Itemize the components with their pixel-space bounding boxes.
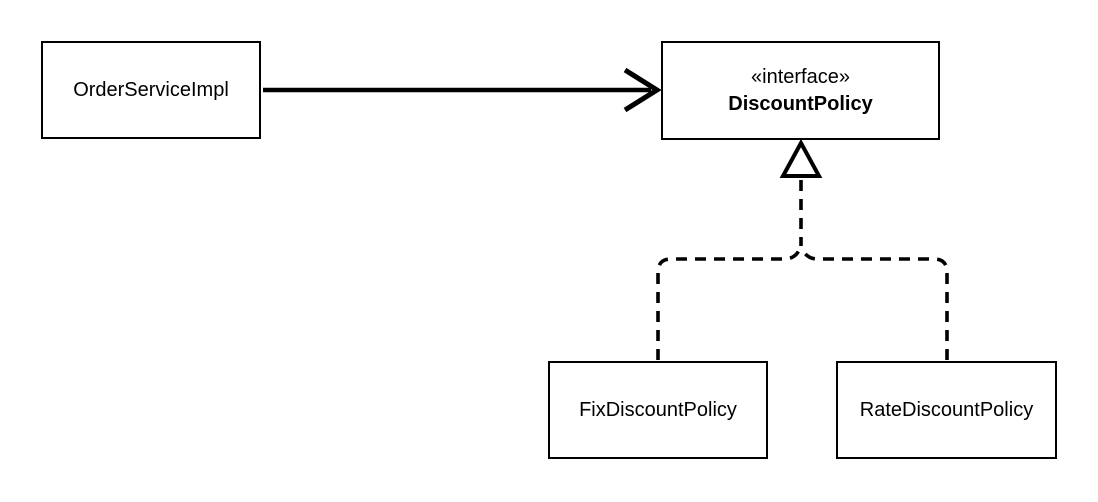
- class-box-ratediscountpolicy: RateDiscountPolicy: [836, 361, 1057, 459]
- dependency-arrow-order-to-discountpolicy: [263, 67, 662, 113]
- class-label-fixdiscountpolicy: FixDiscountPolicy: [579, 398, 737, 421]
- interface-stereotype-label: «interface»: [751, 65, 850, 88]
- interface-box-discountpolicy: «interface» DiscountPolicy: [661, 41, 940, 140]
- realization-dashed-line-ratediscountpolicy: [800, 247, 949, 360]
- hollow-triangle-arrowhead: [779, 138, 823, 178]
- realization-dashed-line-fixdiscountpolicy: [656, 247, 802, 360]
- interface-label-discountpolicy: DiscountPolicy: [728, 92, 873, 115]
- class-label-ratediscountpolicy: RateDiscountPolicy: [859, 398, 1034, 421]
- class-box-fixdiscountpolicy: FixDiscountPolicy: [548, 361, 768, 459]
- open-arrowhead: [623, 67, 662, 113]
- class-box-orderserviceimpl: OrderServiceImpl: [41, 41, 261, 139]
- class-label-orderserviceimpl: OrderServiceImpl: [73, 78, 229, 101]
